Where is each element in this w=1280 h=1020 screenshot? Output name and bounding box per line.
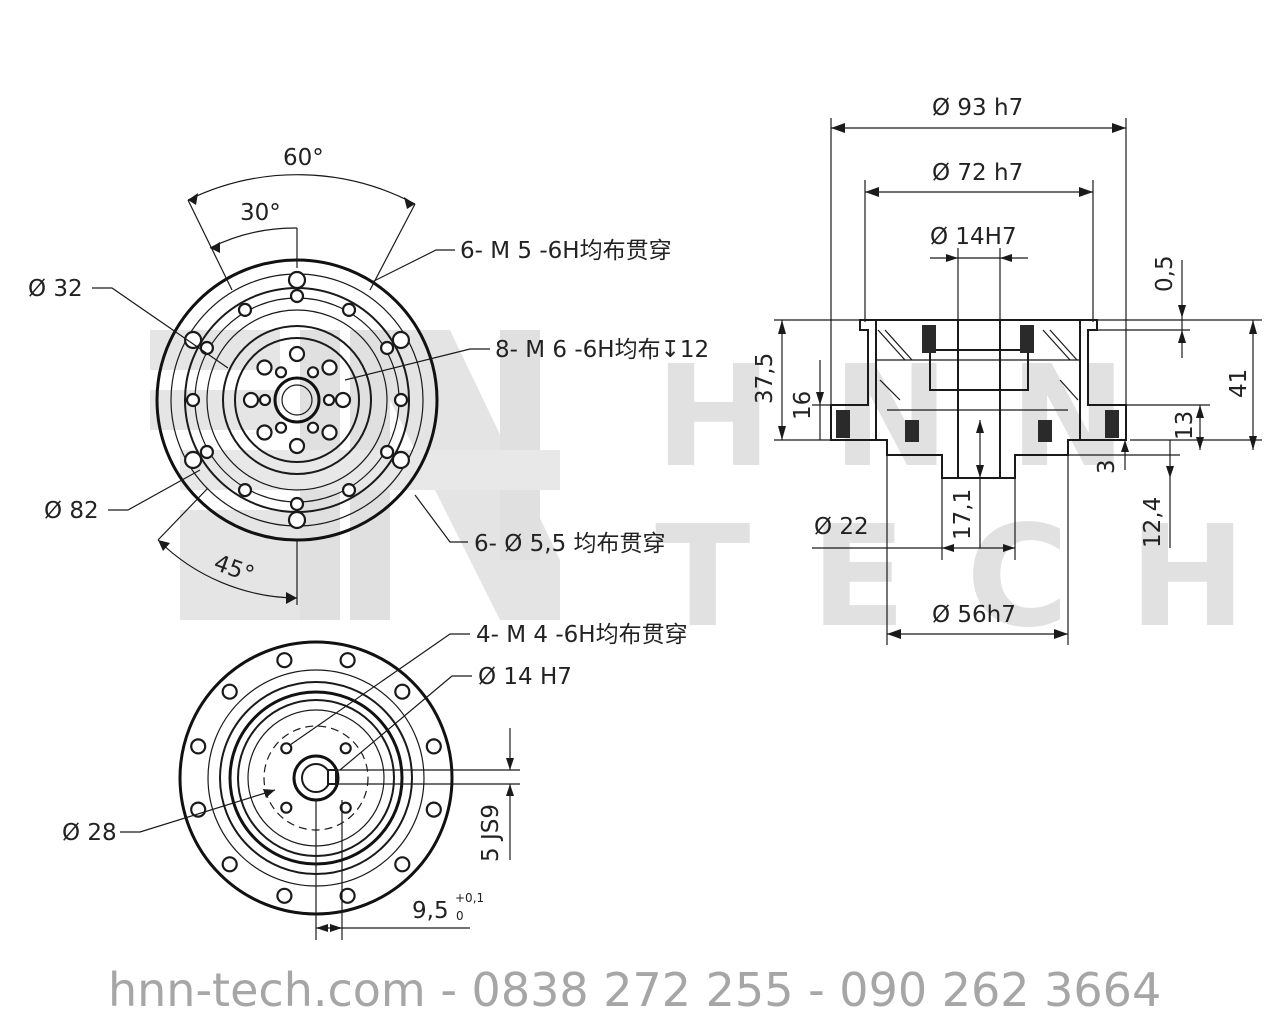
core-hole [274, 366, 288, 379]
bottom-front-view: 4- M 4 -6H均布贯穿 Ø 14 H7 Ø 28 5 JS9 9,5 +0… [62, 622, 688, 940]
angle-30-label: 30° [240, 200, 281, 226]
m4-thread-hole [280, 742, 293, 755]
section-view: Ø 93 h7 Ø 72 h7 Ø 14H7 [752, 95, 1262, 645]
bottom-bolt-hole [425, 738, 442, 755]
top-front-view: 60° 30° 45° Ø 32 Ø 82 6- M 5 -6H均布贯穿 8- … [28, 145, 709, 605]
thread-hole [237, 483, 253, 498]
note-m5-label: 6- M 5 -6H均布贯穿 [460, 238, 672, 264]
mid-hole-group [185, 288, 409, 512]
bottom-bolt-hole [276, 887, 293, 904]
inner-thread-hole [288, 345, 306, 363]
dia-56-label: Ø 56h7 [932, 602, 1016, 628]
bottom-outer-hole-group [190, 652, 442, 904]
inner-hole-group [242, 345, 352, 455]
tol-upper-label: +0,1 [455, 891, 484, 905]
thread-hole [199, 340, 214, 356]
h-05-label: 0,5 [1152, 255, 1178, 292]
inner-thread-hole [256, 359, 273, 376]
tol-lower-label: 0 [456, 909, 464, 923]
outer-bolt-hole [287, 270, 307, 290]
footer-contact: hnn-tech.com - 0838 272 255 - 090 262 36… [108, 963, 1161, 1017]
h-41-label: 41 [1226, 369, 1252, 398]
thread-hole [393, 392, 409, 408]
outer-bolt-hole [287, 510, 307, 530]
watermark-line1: HNN [655, 336, 1187, 499]
core-hole [306, 421, 320, 434]
outer-hole-group [184, 270, 410, 530]
inner-thread-hole [242, 391, 260, 409]
h-171-label: 17,1 [950, 489, 976, 540]
dia-72-label: Ø 72 h7 [932, 160, 1023, 186]
core-hole [306, 366, 320, 379]
bottom-bolt-hole [276, 652, 293, 669]
h-124-label: 12,4 [1140, 497, 1166, 548]
inner-thread-hole [334, 391, 352, 409]
inner-thread-hole [321, 359, 338, 376]
thread-hole [237, 302, 253, 317]
bottom-bolt-hole [221, 683, 238, 700]
inner-thread-hole [256, 424, 273, 441]
dia-82-label: Ø 82 [44, 498, 99, 524]
note-m6-label: 8- M 6 -6H均布↧12 [495, 337, 709, 363]
core-hole-group [258, 366, 336, 434]
dim-95-label: 9,5 [412, 898, 449, 924]
core-hole [258, 393, 272, 407]
m4-thread-hole [339, 801, 352, 814]
bottom-bolt-hole [394, 683, 411, 700]
angle-60-label: 60° [283, 145, 324, 171]
dia-28-label: Ø 28 [62, 820, 117, 846]
m4-thread-hole [339, 742, 352, 755]
bottom-m4-hole-group [280, 742, 352, 814]
h-375-label: 37,5 [752, 353, 778, 404]
thread-hole [380, 340, 395, 356]
bottom-bolt-hole [425, 801, 442, 818]
dia-22-label: Ø 22 [814, 514, 869, 540]
bottom-bolt-hole [394, 856, 411, 873]
thread-hole [341, 483, 357, 498]
outer-bolt-hole [184, 450, 203, 470]
m4-thread-hole [280, 801, 293, 814]
bottom-bolt-hole [190, 738, 207, 755]
dia-14h7-bottom-label: Ø 14 H7 [478, 664, 572, 690]
thread-hole [199, 444, 214, 460]
thread-hole [380, 444, 395, 460]
outer-bolt-hole [391, 450, 410, 470]
inner-thread-hole [288, 437, 306, 455]
watermark-logo: HNN TECH [150, 330, 1280, 659]
thread-hole [289, 496, 305, 512]
dia-32-label: Ø 32 [28, 276, 83, 302]
dia-93-label: Ø 93 h7 [932, 95, 1023, 121]
core-hole [322, 393, 336, 407]
key-5js9-label: 5 JS9 [478, 804, 504, 862]
bottom-bolt-hole [221, 856, 238, 873]
bottom-bolt-hole [339, 652, 356, 669]
thread-hole [185, 392, 201, 408]
h-13-label: 13 [1172, 411, 1198, 440]
watermark-line2: TECH [655, 496, 1280, 659]
core-hole [274, 421, 288, 434]
note-m4-label: 4- M 4 -6H均布贯穿 [476, 622, 688, 648]
h-3-label: 3 [1094, 459, 1120, 474]
outer-bolt-hole [391, 330, 410, 350]
note-d55-label: 6- Ø 5,5 均布贯穿 [474, 531, 666, 557]
inner-thread-hole [321, 424, 338, 441]
outer-bolt-hole [184, 330, 203, 350]
h-16-label: 16 [790, 391, 816, 420]
dia-14-section-label: Ø 14H7 [930, 224, 1017, 250]
thread-hole [289, 288, 305, 304]
thread-hole [341, 302, 357, 317]
bottom-bolt-hole [339, 887, 356, 904]
